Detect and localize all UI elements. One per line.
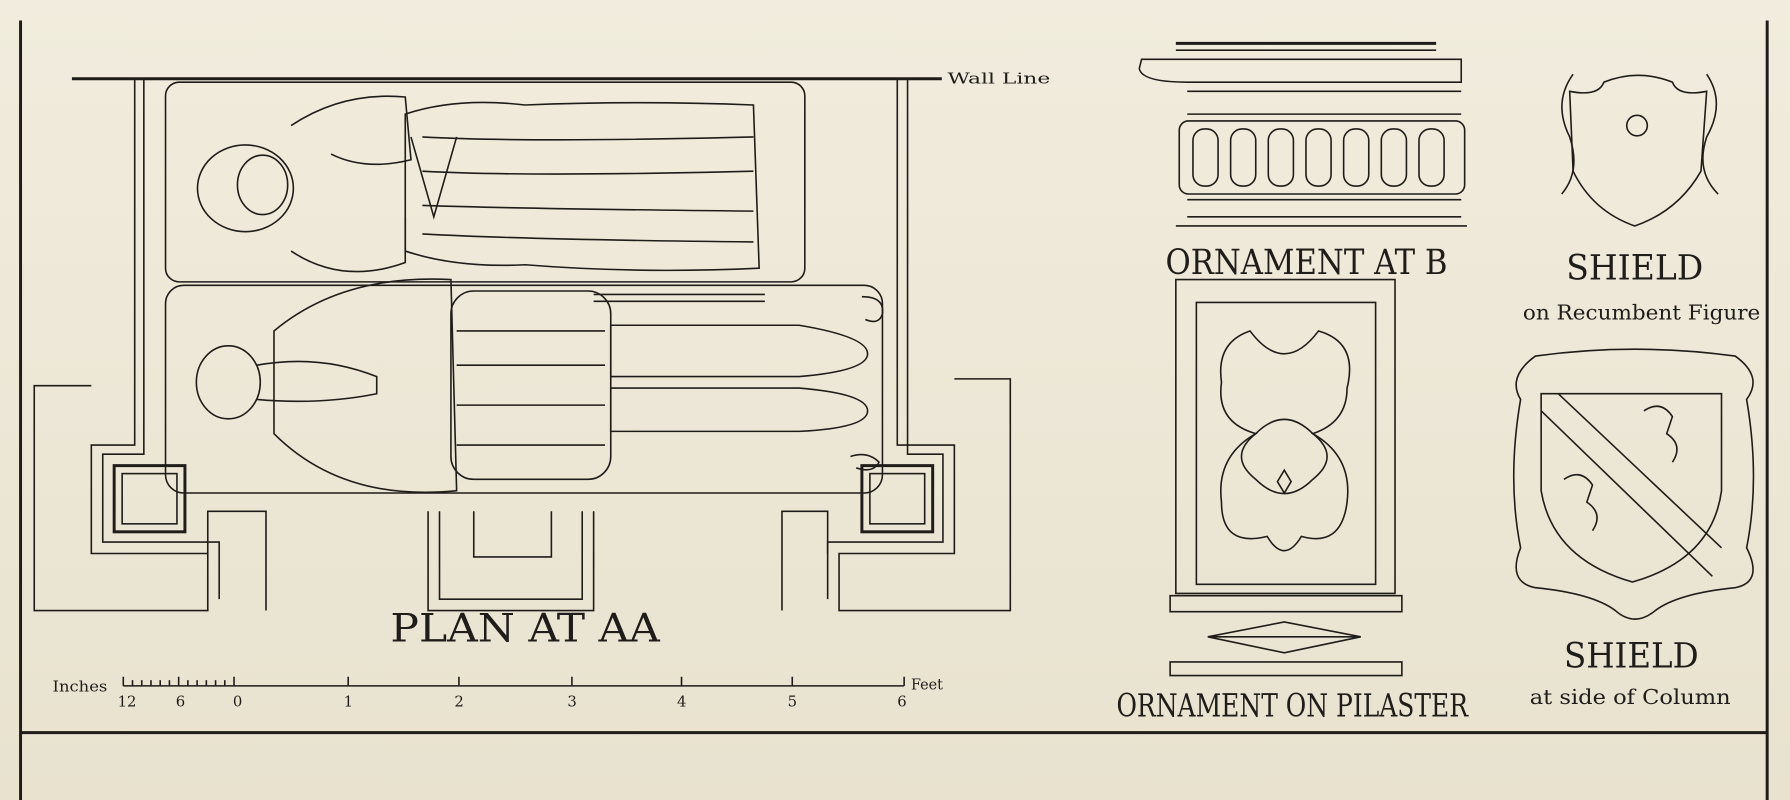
scale-tick-label: 5 — [788, 693, 797, 710]
shield-recumbent: SHIELD on Recumbent Figure — [1523, 73, 1760, 325]
shield-1-subtitle: on Recumbent Figure — [1523, 301, 1760, 325]
shield-2-title: SHIELD — [1564, 637, 1699, 677]
scale-inches-label: Inches — [53, 679, 108, 696]
female-effigy — [196, 95, 760, 273]
scale-tick-label: 3 — [567, 693, 576, 710]
ornament-b-title: ORNAMENT AT B — [1166, 243, 1448, 283]
scale-tick-label: 4 — [677, 693, 686, 710]
wall-line: Wall Line — [71, 70, 1051, 87]
shield-2-subtitle: at side of Column — [1530, 685, 1731, 709]
knight-effigy — [195, 278, 884, 494]
scale-bar: Inches Feet 12 6 0 1 2 3 4 5 6 — [53, 676, 943, 710]
scale-tick-label: 6 — [897, 693, 906, 710]
shield-column: SHIELD at side of Column — [1512, 348, 1755, 709]
ornament-pilaster-title: ORNAMENT ON PILASTER — [1116, 687, 1468, 725]
scale-tick-label: 12 — [118, 693, 137, 710]
ornament-at-b: ORNAMENT AT B — [1138, 41, 1467, 283]
tomb-plan: PLAN AT AA — [33, 78, 1012, 651]
ornament-link — [1380, 128, 1408, 187]
plan-title: PLAN AT AA — [390, 606, 660, 651]
ornament-link — [1192, 128, 1219, 187]
sheet-border — [19, 20, 1769, 800]
wall-line-label: Wall Line — [948, 70, 1051, 87]
ornament-link — [1418, 128, 1445, 187]
scale-tick-label: 0 — [233, 693, 242, 710]
shield-1-title: SHIELD — [1566, 249, 1703, 289]
ornament-link — [1342, 128, 1370, 187]
scale-tick-label: 1 — [344, 693, 353, 710]
scale-tick-label: 6 — [176, 693, 185, 710]
ornament-link — [1267, 128, 1295, 187]
ornament-link — [1229, 128, 1257, 187]
scale-tick-label: 2 — [454, 693, 463, 710]
scale-feet-label: Feet — [911, 676, 943, 693]
pilaster-ornament: ORNAMENT ON PILASTER — [1116, 278, 1469, 725]
ornament-link — [1305, 128, 1332, 187]
